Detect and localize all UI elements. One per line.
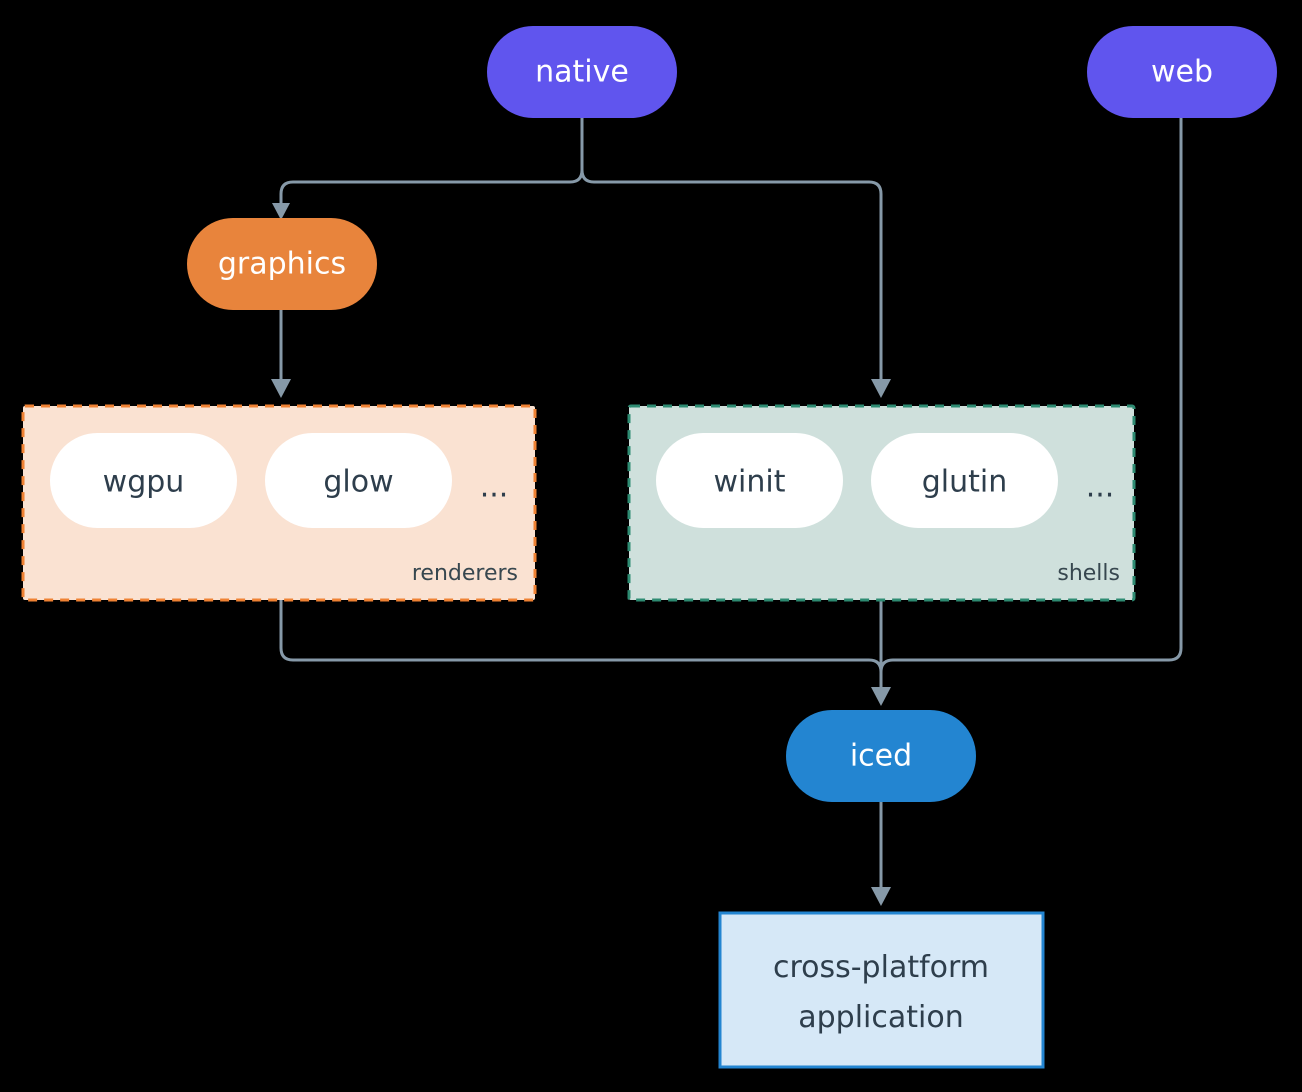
edge-layer [271,116,1183,906]
node-native[interactable]: native [487,26,677,118]
node-graphics-label: graphics [218,247,346,282]
node-iced[interactable]: iced [786,710,976,802]
shells-ellipsis: ... [1086,470,1115,505]
arrowhead-native-to-graphics [272,203,290,220]
arrowhead-graphics-to-renderers [271,379,291,398]
shell-node-glutin-pill[interactable] [871,433,1058,528]
node-web-pill[interactable] [1087,26,1277,118]
node-iced-label: iced [850,739,912,774]
shells-caption: shells [1057,561,1120,586]
arrowhead-merge-to-iced [871,687,891,706]
edge-web-to-iced [879,116,1183,690]
shell-node-winit-label: winit [714,465,786,500]
node-graphics-pill[interactable] [187,218,377,310]
node-native-label: native [535,55,629,90]
node-cross-platform-application-line1: cross-platform [773,950,989,985]
group-renderers: wgpu glow ... renderers [21,404,537,602]
renderers-ellipsis: ... [480,470,509,505]
edge-native-to-shells [580,116,883,383]
renderer-node-glow-label: glow [323,465,393,500]
renderer-node-glow[interactable]: glow [265,433,452,528]
renderer-node-wgpu-pill[interactable] [50,433,237,528]
node-cross-platform-application-line2: application [798,1000,963,1035]
shell-node-glutin-label: glutin [922,465,1008,500]
arrowhead-iced-to-application [871,887,891,906]
group-shells: winit glutin ... shells [627,404,1136,602]
node-graphics[interactable]: graphics [187,218,377,310]
shell-node-winit[interactable]: winit [656,433,843,528]
renderer-node-wgpu[interactable]: wgpu [50,433,237,528]
arrowhead-native-to-shells [871,379,891,398]
renderer-node-wgpu-label: wgpu [103,465,185,500]
node-cross-platform-application[interactable]: cross-platform application [718,911,1045,1069]
renderers-caption: renderers [412,561,518,586]
node-cross-platform-application-box[interactable] [718,911,1045,1069]
edge-native-to-graphics [279,116,584,207]
shell-node-winit-pill[interactable] [656,433,843,528]
renderer-node-glow-pill[interactable] [265,433,452,528]
shell-node-glutin[interactable]: glutin [871,433,1058,528]
node-iced-pill[interactable] [786,710,976,802]
node-web[interactable]: web [1087,26,1277,118]
node-native-pill[interactable] [487,26,677,118]
node-web-label: web [1151,55,1213,90]
edge-renderers-to-iced [279,598,883,690]
